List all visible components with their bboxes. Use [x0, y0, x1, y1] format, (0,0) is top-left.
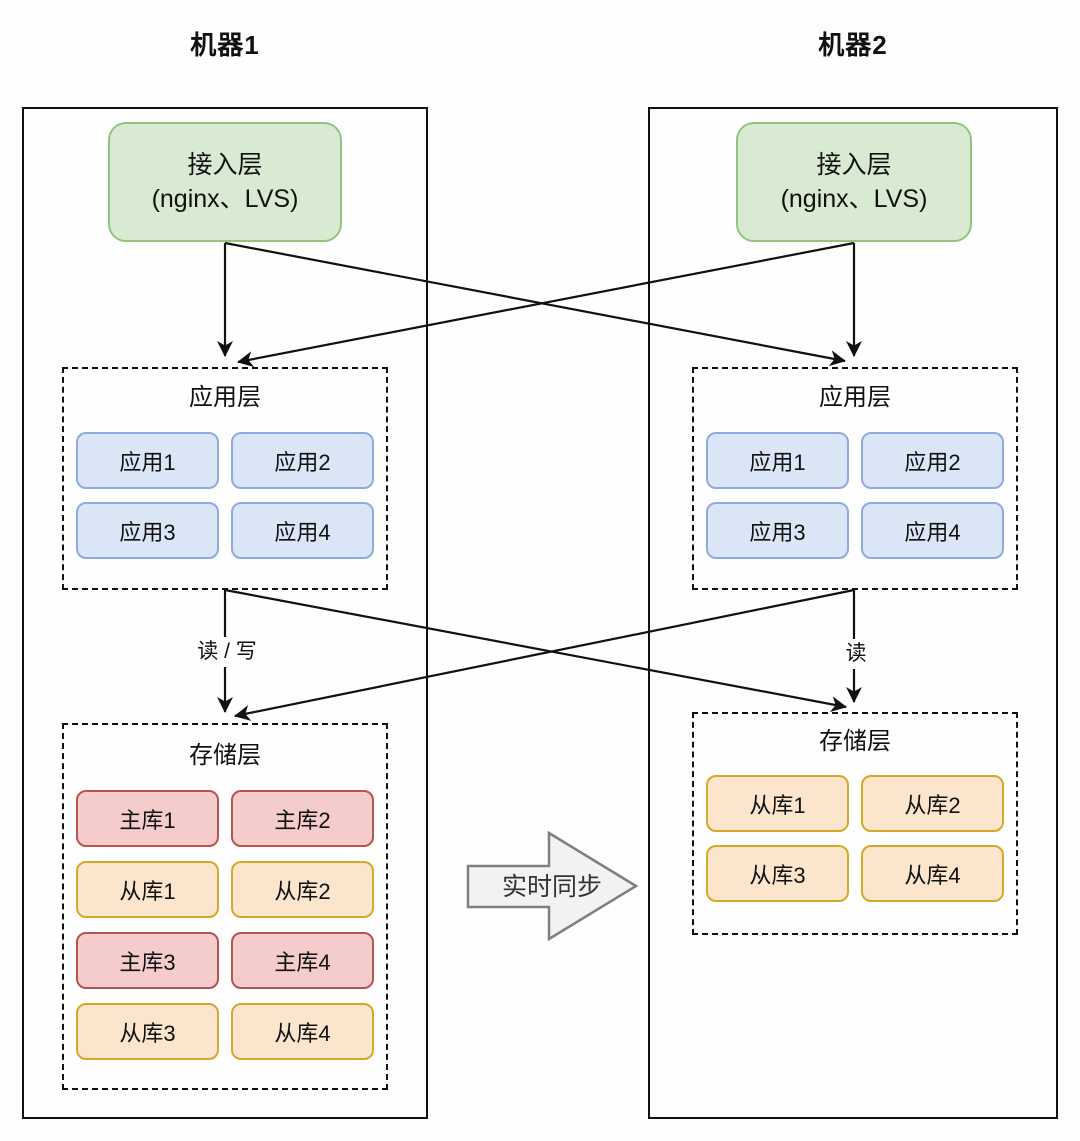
- slave-db-node: 从库1: [706, 775, 849, 832]
- machine-1-access-layer-node: 接入层 (nginx、LVS): [108, 122, 342, 242]
- app-node-grid: 应用1 应用2 应用3 应用4: [64, 432, 386, 559]
- master-db-node: 主库2: [231, 790, 374, 847]
- slave-db-node: 从库1: [76, 861, 219, 918]
- app-node: 应用4: [861, 502, 1004, 559]
- master-db-node: 主库3: [76, 932, 219, 989]
- machine-2-panel: [648, 107, 1058, 1119]
- machine-2-storage-layer-group: 存储层 从库1 从库2 从库3 从库4: [692, 712, 1018, 935]
- machine-2-access-layer-node: 接入层 (nginx、LVS): [736, 122, 972, 242]
- slave-db-node: 从库2: [861, 775, 1004, 832]
- read-edge-label: 读: [826, 639, 886, 669]
- access-layer-sublabel: (nginx、LVS): [151, 185, 299, 213]
- slave-db-node: 从库2: [231, 861, 374, 918]
- app-node: 应用1: [706, 432, 849, 489]
- storage-layer-title: 存储层: [819, 728, 891, 755]
- app-node: 应用1: [76, 432, 219, 489]
- slave-db-node: 从库4: [861, 845, 1004, 902]
- machine-1-app-layer-group: 应用层 应用1 应用2 应用3 应用4: [62, 367, 388, 590]
- sync-arrow-label: 实时同步: [501, 873, 602, 901]
- app-node-grid: 应用1 应用2 应用3 应用4: [694, 432, 1016, 559]
- app-layer-title: 应用层: [189, 384, 261, 411]
- access-layer-sublabel: (nginx、LVS): [780, 185, 928, 213]
- db-node-grid: 从库1 从库2 从库3 从库4: [694, 775, 1016, 902]
- app-node: 应用2: [231, 432, 374, 489]
- app-node: 应用2: [861, 432, 1004, 489]
- storage-layer-title: 存储层: [189, 742, 261, 769]
- machine-1-storage-layer-group: 存储层 主库1 主库2 从库1 从库2 主库3 主库4 从库3 从库4: [62, 723, 388, 1090]
- access-layer-label: 接入层: [187, 151, 263, 179]
- machine-2-app-layer-group: 应用层 应用1 应用2 应用3 应用4: [692, 367, 1018, 590]
- machine-2-title: 机器2: [818, 30, 888, 60]
- app-node: 应用3: [76, 502, 219, 559]
- slave-db-node: 从库3: [706, 845, 849, 902]
- app-layer-title: 应用层: [819, 384, 891, 411]
- app-node: 应用4: [231, 502, 374, 559]
- master-db-node: 主库4: [231, 932, 374, 989]
- app-node: 应用3: [706, 502, 849, 559]
- master-db-node: 主库1: [76, 790, 219, 847]
- machine-1-title: 机器1: [190, 30, 260, 60]
- access-layer-label: 接入层: [816, 151, 892, 179]
- db-node-grid: 主库1 主库2 从库1 从库2 主库3 主库4 从库3 从库4: [64, 790, 386, 1060]
- slave-db-node: 从库4: [231, 1003, 374, 1060]
- slave-db-node: 从库3: [76, 1003, 219, 1060]
- read-write-edge-label: 读 / 写: [163, 637, 291, 667]
